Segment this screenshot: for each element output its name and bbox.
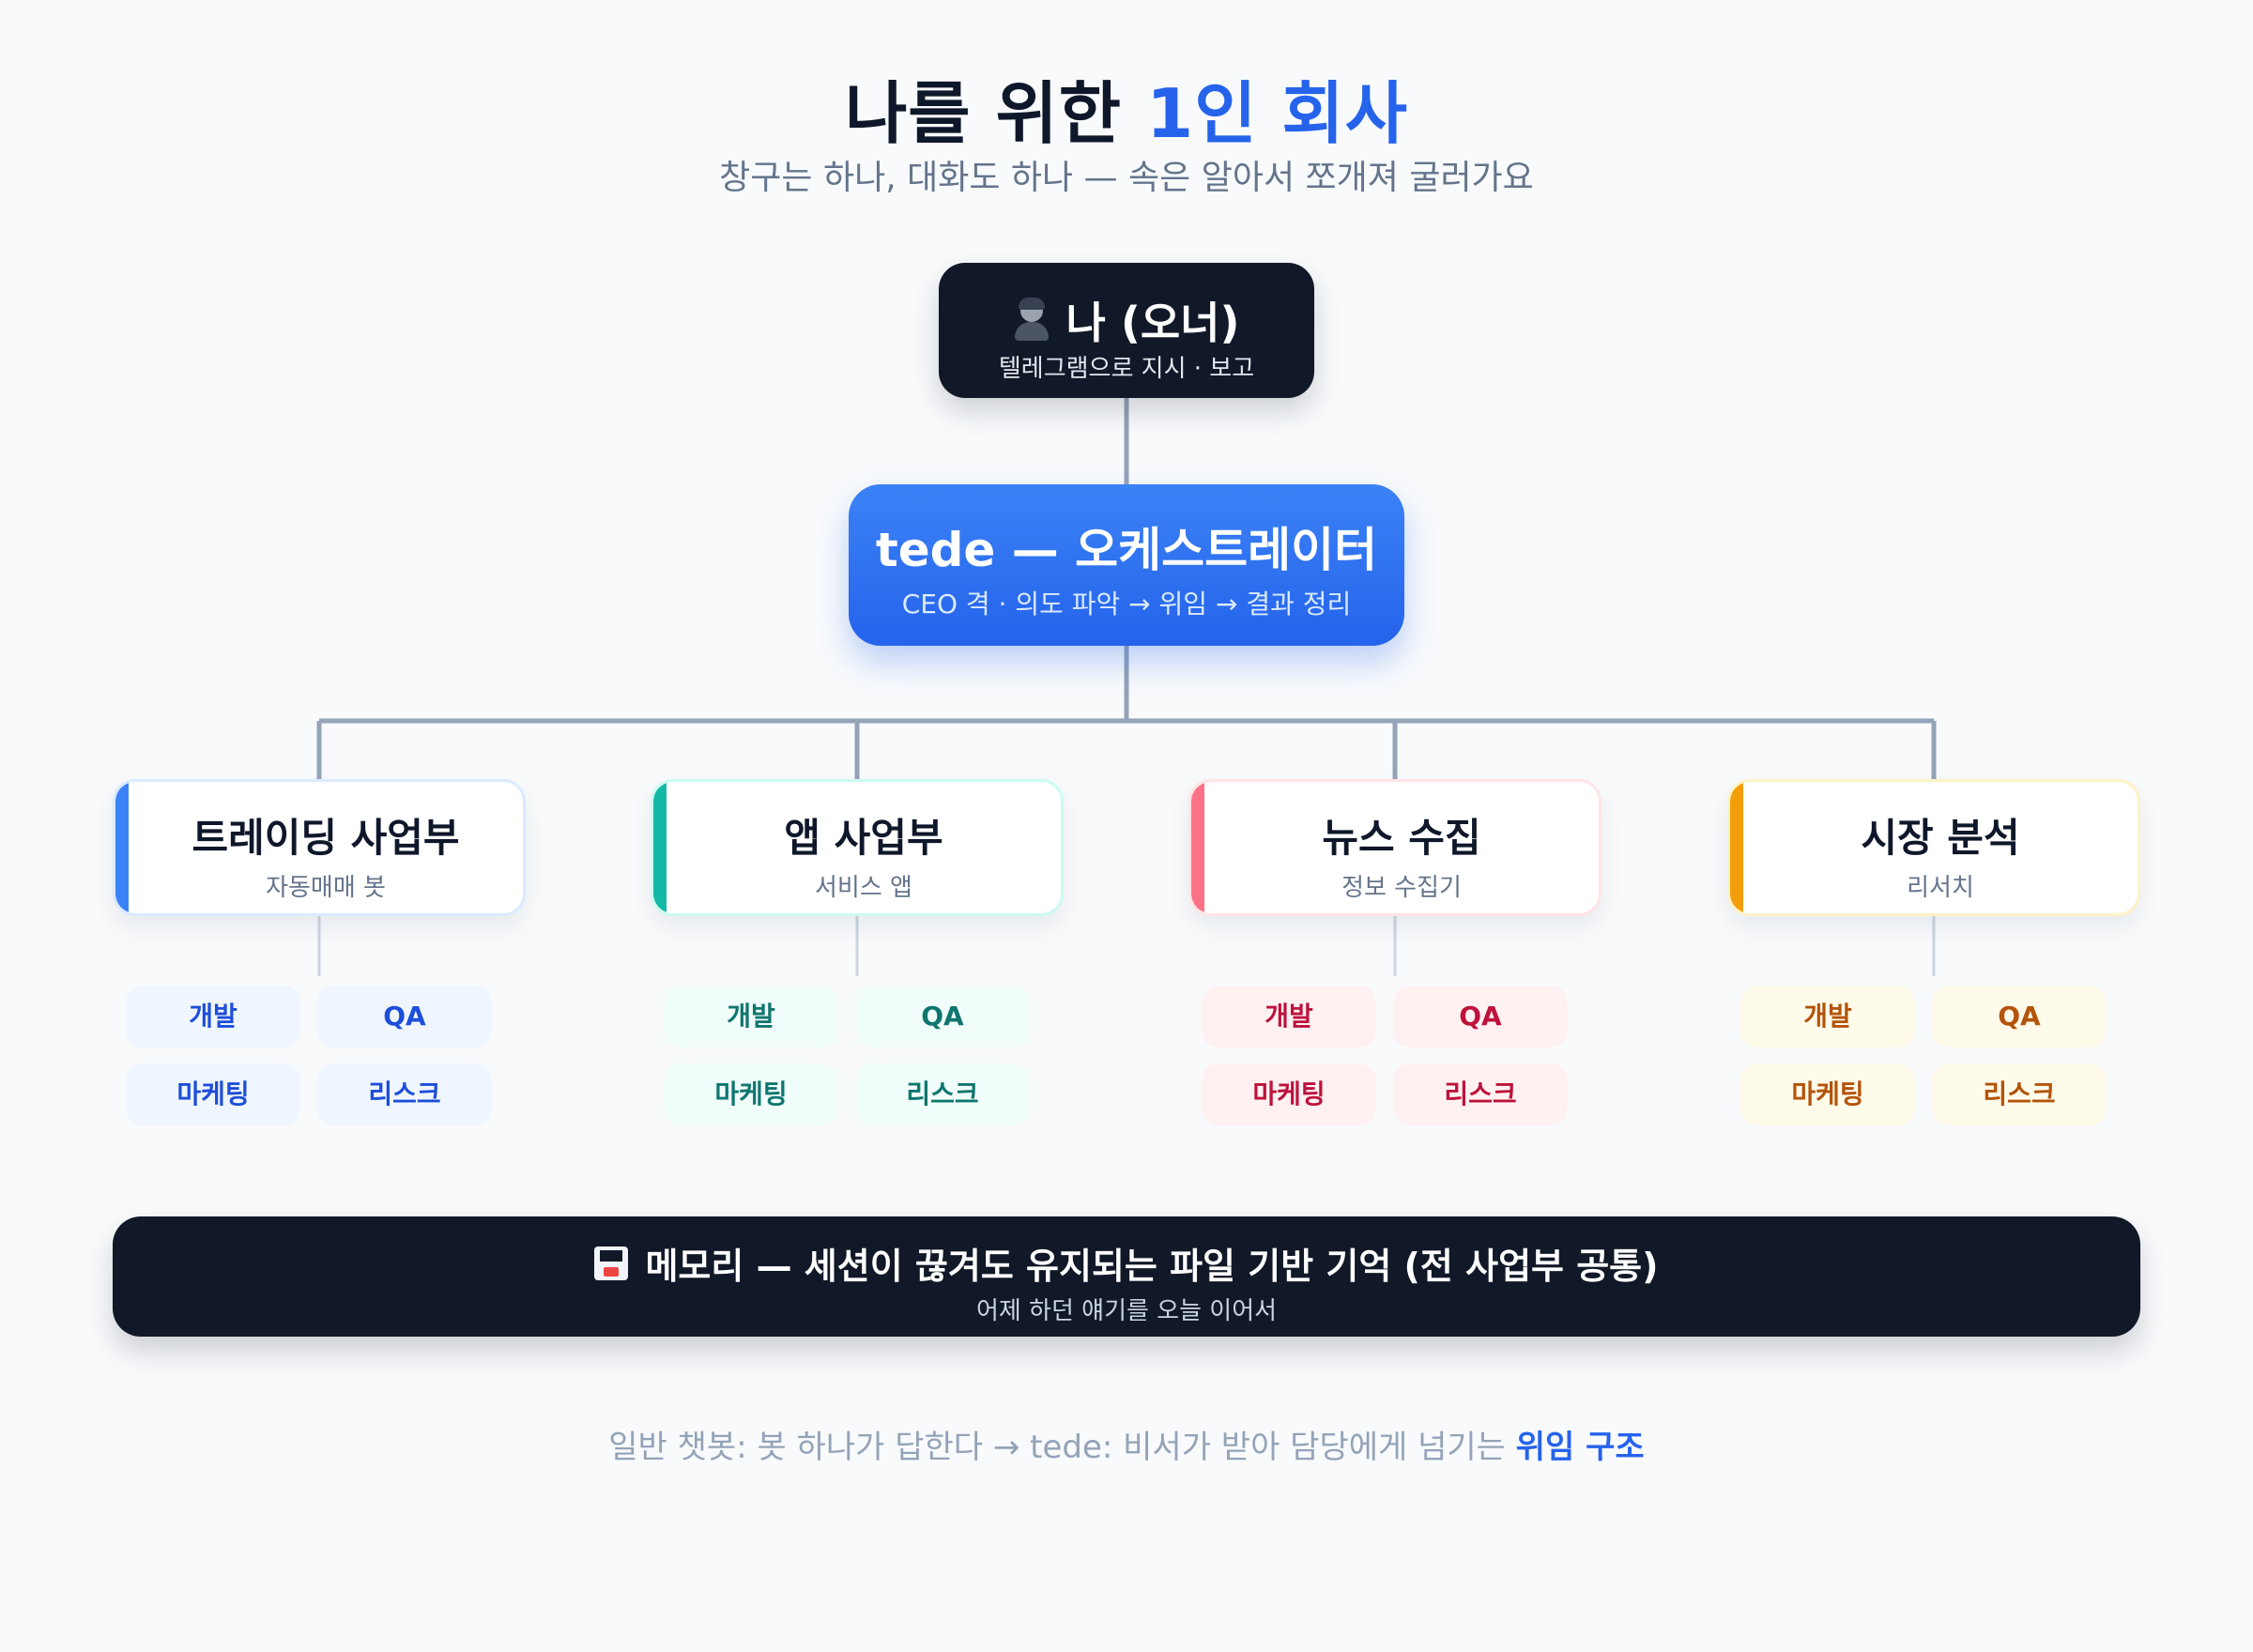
footer-emphasis: 위임 구조: [1515, 1429, 1645, 1466]
department-accent-bar: [653, 782, 667, 913]
page-subtitle: 창구는 하나, 대화도 하나 — 속은 알아서 쪼개져 굴러가요: [719, 159, 1534, 197]
department-accent-bar: [1191, 782, 1204, 913]
department-name: 시장 분석: [1861, 815, 2020, 861]
team-chip-qa: QA: [1932, 986, 2107, 1048]
department-name: 트레이딩 사업부: [192, 815, 460, 861]
department-description: 정보 수집기: [1341, 874, 1462, 902]
department-card-market: 시장 분석 리서치: [1727, 779, 2140, 916]
department-description: 리서치: [1907, 874, 1974, 902]
team-chip-marketing: 마케팅: [126, 1063, 300, 1125]
title-accent: 1인 회사: [1146, 74, 1408, 153]
department-card-app: 앱 사업부 서비스 앱: [651, 779, 1064, 916]
team-chip-dev: 개발: [664, 986, 838, 1048]
person-icon: [1013, 298, 1050, 341]
team-chip-risk: 리스크: [1932, 1063, 2107, 1125]
team-chip-dev: 개발: [1740, 986, 1915, 1048]
footer-note: 일반 챗봇: 봇 하나가 답한다 → tede: 비서가 받아 담당에게 넘기는…: [608, 1429, 1645, 1466]
department-accent-bar: [115, 782, 129, 913]
department-card-trading: 트레이딩 사업부 자동매매 봇: [113, 779, 526, 916]
owner-description: 텔레그램으로 지시 · 보고: [998, 355, 1255, 383]
team-chip-marketing: 마케팅: [664, 1063, 838, 1125]
team-chip-qa: QA: [1393, 986, 1568, 1048]
owner-name: 나 (오너): [1065, 298, 1240, 348]
memory-title: 메모리 — 세션이 끊겨도 유지되는 파일 기반 기억 (전 사업부 공통): [645, 1246, 1659, 1287]
department-card-news: 뉴스 수집 정보 수집기: [1188, 779, 1602, 916]
department-name: 앱 사업부: [784, 815, 943, 861]
orchestrator-node: tede — 오케스트레이터 CEO 격 · 의도 파악 → 위임 → 결과 정…: [849, 484, 1404, 646]
department-description: 서비스 앱: [815, 874, 912, 902]
memory-description: 어제 하던 얘기를 오늘 이어서: [975, 1297, 1278, 1325]
team-chip-risk: 리스크: [1393, 1063, 1568, 1125]
team-chip-risk: 리스크: [317, 1063, 492, 1125]
memory-banner: 메모리 — 세션이 끊겨도 유지되는 파일 기반 기억 (전 사업부 공통) 어…: [113, 1216, 2140, 1337]
page-title: 나를 위한 1인 회사: [845, 74, 1408, 153]
team-chip-qa: QA: [855, 986, 1030, 1048]
owner-node: 나 (오너) 텔레그램으로 지시 · 보고: [939, 263, 1314, 398]
team-chip-qa: QA: [317, 986, 492, 1048]
team-chip-marketing: 마케팅: [1202, 1063, 1376, 1125]
team-chip-marketing: 마케팅: [1740, 1063, 1915, 1125]
team-chip-dev: 개발: [126, 986, 300, 1048]
floppy-disk-icon: [594, 1246, 629, 1280]
department-name: 뉴스 수집: [1322, 815, 1481, 861]
orchestrator-name: tede — 오케스트레이터: [875, 523, 1378, 577]
department-description: 자동매매 봇: [266, 874, 386, 902]
department-accent-bar: [1730, 782, 1743, 913]
team-chip-dev: 개발: [1202, 986, 1376, 1048]
orchestrator-description: CEO 격 · 의도 파악 → 위임 → 결과 정리: [901, 589, 1352, 620]
team-chip-risk: 리스크: [855, 1063, 1030, 1125]
